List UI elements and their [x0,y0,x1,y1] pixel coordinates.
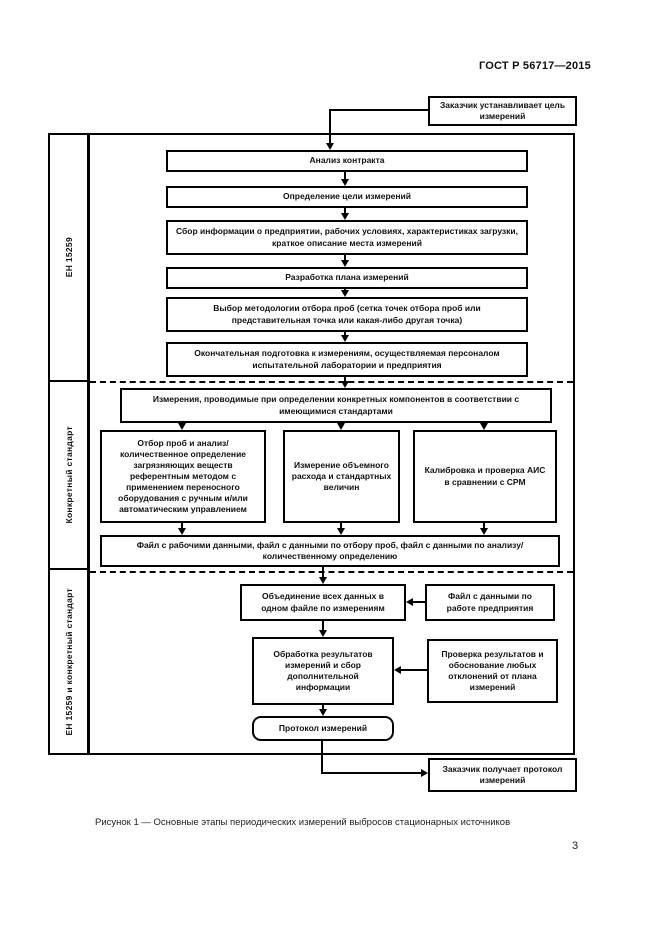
arrowhead-into-contract-analysis [326,143,334,150]
connector-5-6 [344,332,346,337]
arrowhead-5-6 [341,335,349,342]
connector-check-processing [396,669,427,671]
flow-box-measurements: Измерения, проводимые при определении ко… [120,388,552,423]
connector-3-4 [344,255,346,262]
arrowhead-into-customer-protocol [421,769,428,777]
flow-box-customer-protocol: Заказчик получает протокол измерений [428,758,577,792]
connector-customer-goal-v [329,109,331,144]
connector-customer-goal-h [330,109,428,111]
flow-box-protocol: Протокол измерений [252,716,394,741]
flow-box-customer-goal: Заказчик устанавливает цель измерений [428,96,577,126]
connector-protocol-out-v [321,741,323,774]
connector-left-files [181,523,183,530]
side-label-specific-standard: Конкретный стандарт [63,426,74,524]
flow-box-plant-data-file: Файл с данными по работе предприятия [425,584,555,621]
side-label-en-and-specific: ЕН 15259 и конкретный стандарт [63,587,74,736]
connector-2-3 [344,208,346,215]
dashed-divider-1 [90,381,573,383]
arrowhead-6-7 [341,381,349,388]
page-number: 3 [572,840,579,852]
figure-caption: Рисунок 1 — Основные этапы периодических… [95,817,511,828]
arrowhead-meas-left [178,423,186,430]
arrowhead-check-processing [394,666,401,674]
flow-box-results-check: Проверка результатов и обоснование любых… [427,639,558,703]
connector-6-7 [344,377,346,383]
connector-processing-protocol [322,705,324,710]
side-segment-specific-standard: Конкретный стандарт [50,382,87,570]
side-segment-en-and-specific: ЕН 15259 и конкретный стандарт [50,570,87,753]
arrowhead-4-5 [341,290,349,297]
connector-mid-files [340,523,342,530]
arrowhead-left-files [178,528,186,535]
flow-box-contract-analysis: Анализ контракта [166,150,528,172]
arrowhead-right-files [480,528,488,535]
arrowhead-files-merge [319,577,327,584]
side-label-en15259: ЕН 15259 [63,237,74,278]
arrowhead-1-2 [341,179,349,186]
flow-box-data-files: Файл с рабочими данными, файл с данными … [100,535,560,567]
arrowhead-2-3 [341,213,349,220]
flow-box-info-collection: Сбор информации о предприятии, рабочих у… [166,220,528,255]
flow-box-goal-definition: Определение цели измерений [166,186,528,208]
dashed-divider-2 [90,571,573,573]
side-label-column: ЕН 15259 Конкретный стандарт ЕН 15259 и … [48,133,89,755]
connector-protocol-out-h [321,772,422,774]
arrowhead-merge-processing [319,630,327,637]
arrowhead-plantfile-merge [406,598,413,606]
arrowhead-meas-right [480,423,488,430]
connector-plantfile-merge [408,601,425,603]
flow-box-plan-development: Разработка плана измерений [166,267,528,289]
connector-merge-processing [322,621,324,631]
flow-box-results-processing: Обработка результатов измерений и сбор д… [252,637,394,705]
flow-box-sampling-analysis: Отбор проб и анализ/количественное опред… [100,430,266,523]
arrowhead-meas-mid [337,423,345,430]
connector-right-files [483,523,485,530]
connector-files-merge [322,567,324,578]
main-flow-container [88,133,575,755]
flow-box-data-merge: Объединение всех данных в одном файле по… [240,584,406,621]
side-segment-en15259: ЕН 15259 [50,135,87,382]
flow-box-volume-flow: Измерение объемного расхода и стандартны… [283,430,400,523]
arrowhead-3-4 [341,260,349,267]
flow-box-calibration: Калибровка и проверка АИС в сравнении с … [413,430,557,523]
standard-header: ГОСТ Р 56717—2015 [479,60,591,72]
flow-box-sampling-methodology: Выбор методологии отбора проб (сетка точ… [166,297,528,332]
arrowhead-mid-files [337,528,345,535]
flow-box-final-preparation: Окончательная подготовка к измерениям, о… [166,342,528,377]
arrowhead-processing-protocol [319,709,327,716]
connector-1-2 [344,172,346,181]
